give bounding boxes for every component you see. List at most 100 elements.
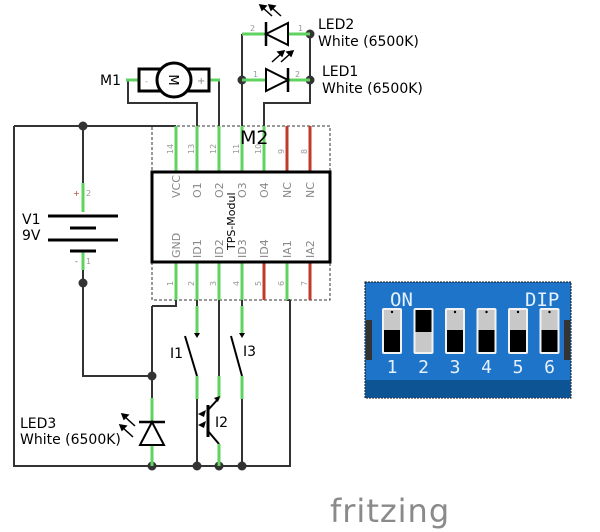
module-pin-label: O3 [236, 182, 249, 198]
module-pin-label: GND [170, 233, 183, 258]
switch-i3[interactable]: I3 [230, 306, 256, 399]
led2-pin1-number: 1 [298, 24, 303, 33]
dip-switch-6[interactable]: 6 [539, 308, 560, 378]
module-pin-number: 4 [232, 281, 241, 286]
dip-dip-label: DIP [525, 289, 559, 311]
dip-switch-marker [548, 310, 551, 314]
module-pin-number: 12 [209, 144, 218, 154]
led3-triangle [138, 419, 166, 446]
module-pin-number: 2 [187, 281, 196, 286]
dip-switch-number: 5 [513, 357, 524, 378]
module-pin-label: O1 [191, 182, 204, 198]
motor-plus: + [197, 76, 205, 87]
dip-switch-number: 3 [450, 357, 461, 378]
module-body [150, 170, 332, 264]
module-pin-number: 10 [254, 144, 263, 154]
dip-side-tab [564, 320, 570, 360]
module-ref: M2 [240, 127, 268, 149]
led3-ref: LED3 [20, 416, 56, 432]
module-pin-number: 9 [277, 149, 286, 154]
led1-pin2-number: 2 [295, 70, 300, 79]
battery-pin1-number: 1 [86, 257, 91, 266]
dip-bottom [366, 380, 570, 397]
dip-switch-4[interactable]: 4 [476, 308, 497, 378]
motor-minus: - [145, 77, 148, 86]
fritzing-watermark: fritzing [330, 492, 450, 530]
battery-plus-sign: + [73, 189, 80, 198]
battery-v1[interactable]: + 2 - 1 V1 9V [22, 183, 118, 270]
module-pin-number: 6 [277, 281, 286, 286]
module-pin-label: NC [281, 182, 294, 198]
dip-side-tab [366, 320, 372, 360]
dip-switch-number: 4 [481, 357, 492, 378]
phototransistor-arrow [214, 396, 220, 402]
led3-light-arrows [118, 413, 136, 438]
led1[interactable]: 1 2 LED1 White (6500K) [242, 50, 423, 97]
motor-ref: M1 [100, 73, 121, 89]
module-pin-label: NC [304, 182, 317, 198]
switch-i3-lever [230, 335, 243, 377]
dip-switch-3[interactable]: 3 [445, 308, 465, 378]
motor-m1[interactable]: M - + M1 [100, 61, 220, 99]
led2-ref: LED2 [318, 17, 354, 33]
switch-i1[interactable]: I1 [170, 306, 200, 399]
led1-ref: LED1 [322, 64, 358, 80]
dip-switch-2[interactable]: 2 [413, 308, 434, 378]
phototransistor-i2[interactable]: I2 [198, 376, 228, 466]
junction-dot [78, 121, 88, 131]
battery-ref: V1 [22, 212, 40, 228]
junction-dot [147, 371, 157, 381]
phototransistor-light-arrows [198, 410, 206, 428]
module-pin-number: 13 [187, 144, 196, 154]
module-pin-label: IA2 [304, 240, 317, 258]
wire-gnd-led3 [152, 300, 177, 307]
dip-switch-marker [390, 310, 394, 314]
dip-switch-number: 2 [418, 357, 429, 378]
module-pin-label: IA1 [281, 240, 294, 258]
led1-triangle [265, 67, 291, 93]
dip-switch-knob [415, 310, 432, 332]
junction-dot [78, 278, 88, 288]
led2-desc: White (6500K) [318, 34, 419, 50]
module-pin-number: 1 [166, 281, 175, 286]
led2-light-arrows [258, 4, 282, 17]
led3[interactable]: LED3 White (6500K) [20, 398, 166, 466]
dip-switch-number: 1 [387, 357, 398, 378]
wire-led-right [263, 34, 311, 126]
dip-switch-marker [422, 310, 425, 314]
module-pin-label: VCC [170, 175, 183, 198]
module-pin-label: ID4 [258, 239, 271, 258]
module-pin-label: O2 [213, 182, 226, 198]
dip-switch-knob [510, 330, 526, 352]
led2-triangle [263, 21, 289, 47]
dip-switch-1[interactable]: 1 [382, 308, 402, 378]
switch-i1-contact [194, 333, 200, 338]
dip-switch-marker [516, 310, 520, 314]
dip-switch-number: 6 [544, 357, 555, 378]
module-pin-number: 14 [166, 144, 175, 154]
junction-dot [237, 461, 247, 471]
module-top-pins [174, 126, 312, 172]
led2[interactable]: 2 1 LED2 White (6500K) [242, 4, 419, 50]
module-pin-number: 7 [300, 281, 309, 286]
module-pin-label: ID2 [213, 239, 226, 258]
wire-battery-bottom [82, 252, 152, 377]
led2-pin2-number: 2 [250, 24, 255, 33]
dip-switch-marker [453, 310, 457, 314]
led1-desc: White (6500K) [322, 81, 423, 97]
battery-value: 9V [22, 228, 41, 244]
dip-switch-knob [541, 330, 558, 352]
module-pin-number: 8 [300, 149, 309, 154]
dip-switch-5[interactable]: 5 [508, 308, 528, 378]
motor-symbol: M [165, 74, 180, 85]
battery-pin2-number: 2 [86, 189, 91, 198]
module-pin-number: 11 [232, 144, 241, 154]
junction-dot [192, 461, 202, 471]
module-pin-label: ID3 [236, 239, 249, 258]
phototransistor-emitter [207, 430, 220, 445]
module-bottom-pins [174, 262, 312, 300]
led3-desc: White (6500K) [20, 432, 121, 448]
